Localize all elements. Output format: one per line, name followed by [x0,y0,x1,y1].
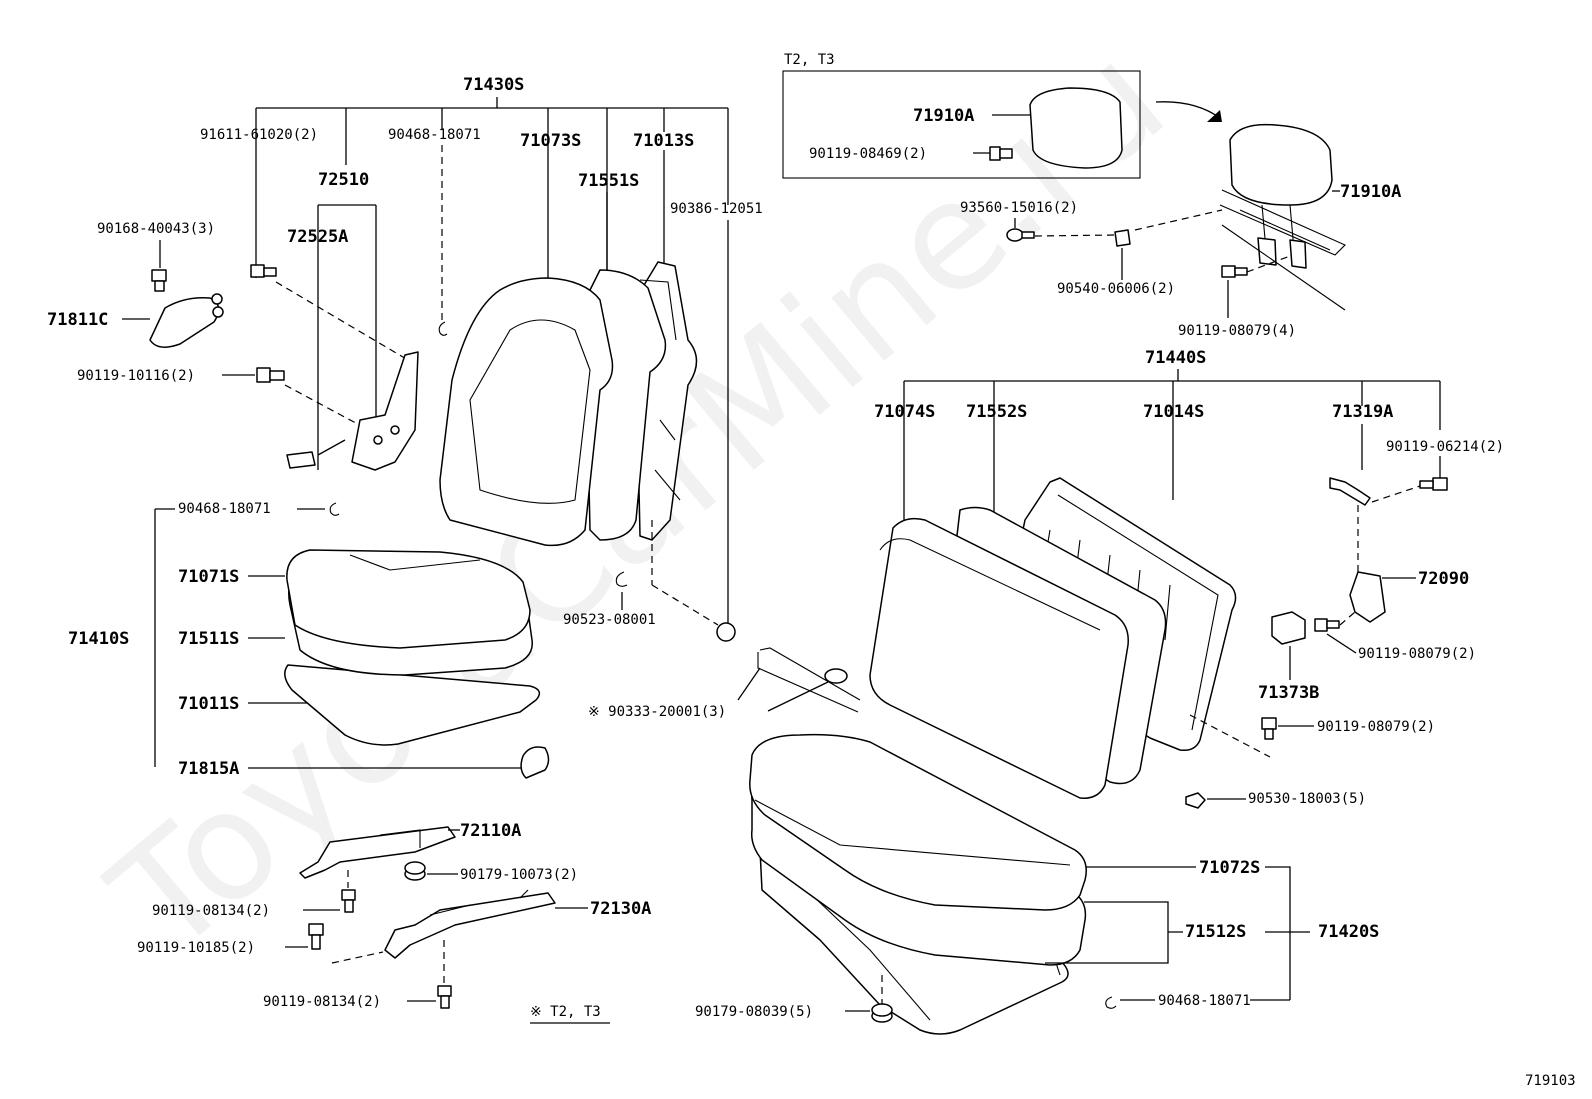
adjuster-72110A-part [299,826,456,879]
label-71430S: 71430S [463,75,524,95]
note-t2-t3: ※ T2, T3 [530,1004,601,1020]
rear-cushion-cover-part [749,733,1087,911]
nut-90179-10073-part [404,861,426,881]
hinge-cover-part [286,451,316,469]
label-71811C: 71811C [47,310,108,330]
back-cover-part [439,277,614,547]
label-90468-mid: 90468-18071 [178,501,271,517]
label-71410S: 71410S [68,629,129,649]
label-90523: 90523-08001 [563,612,656,628]
bolt-90168-part [151,269,167,292]
label-71319A: 71319A [1332,402,1393,422]
clip-90523-part [615,571,628,587]
inset-bolt-part [989,146,1013,161]
label-72090: 72090 [1418,569,1469,589]
label-90119-10116: 90119-10116(2) [77,368,195,384]
label-90119-08079-4: 90119-08079(4) [1178,323,1296,339]
clip-mid-part [329,502,340,516]
label-headrest-71910A: 71910A [1340,182,1401,202]
label-71014S: 71014S [1143,402,1204,422]
label-90540: 90540-06006(2) [1057,281,1175,297]
label-71373B: 71373B [1258,683,1319,703]
inset-caption: T2, T3 [784,52,835,68]
clip-90333-part [824,668,848,684]
label-91611: 91611-61020(2) [200,127,318,143]
label-71511S: 71511S [178,629,239,649]
label-90386: 90386-12051 [670,201,763,217]
cushion-cover-part [286,549,531,649]
arrow-head [1207,110,1222,122]
label-90119-08079-2a: 90119-08079(2) [1358,646,1476,662]
inset-headrest-part [1029,87,1123,169]
label-90333: ※ 90333-20001(3) [588,704,726,720]
cover-71815A-part [520,746,550,779]
label-90119-08134-a: 90119-08134(2) [152,903,270,919]
label-90119-06214: 90119-06214(2) [1386,439,1504,455]
clip-top-part [438,321,448,336]
label-93560: 93560-15016(2) [960,200,1078,216]
label-71011S: 71011S [178,694,239,714]
bolt-90119-08134-a-part [341,889,356,913]
label-71552S: 71552S [966,402,1027,422]
inset-headrest-label: 71910A [913,106,974,126]
nut-90179-08039-part [871,1003,893,1023]
clip-90530-part [1185,792,1206,809]
label-90119-10185: 90119-10185(2) [137,940,255,956]
strap-71319A-part [1329,477,1371,506]
bolt-90119-08134-b-part [437,985,452,1009]
label-90179-10073: 90179-10073(2) [460,867,578,883]
label-71074S: 71074S [874,402,935,422]
bolt-90119-10185-part [308,923,324,950]
collar-90540-part [1114,229,1131,247]
clip-90468-bottom-part [1105,996,1117,1009]
label-71071S: 71071S [178,567,239,587]
label-72525A: 72525A [287,227,348,247]
label-71420S: 71420S [1318,922,1379,942]
label-71073S: 71073S [520,131,581,151]
inset-box: T2, T3 71910A 90119-08469(2) [782,52,1141,179]
label-72130A: 72130A [590,899,651,919]
label-90119-08134-b: 90119-08134(2) [263,994,381,1010]
label-90468-bottom: 90468-18071 [1158,993,1251,1009]
bolt-90119-08079-2b-part [1261,717,1277,740]
label-90468-top: 90468-18071 [388,127,481,143]
cushion-frame-part [284,664,541,746]
screw-93560-part [1006,228,1035,242]
label-72110A: 72110A [460,821,521,841]
cap-90386-part [716,622,736,642]
bolt-90119-06214-part [1419,477,1448,491]
label-71512S: 71512S [1185,922,1246,942]
cover-71373B-part [1271,611,1306,645]
label-71072S: 71072S [1199,858,1260,878]
bolt-90119-10116-part [256,367,285,383]
inset-bolt-label: 90119-08469(2) [809,146,927,162]
label-71551S: 71551S [578,171,639,191]
adjuster-72130A-part [384,892,556,959]
rear-back-cover-part [869,517,1129,799]
label-71440S: 71440S [1145,348,1206,368]
inset-frame [782,70,1141,179]
bracket-71811C-part [149,296,220,348]
label-90168: 90168-40043(3) [97,221,215,237]
label-90179-08039: 90179-08039(5) [695,1004,813,1020]
bolt-90119-08079-4-part [1221,265,1248,278]
headrest-part [1229,123,1333,206]
label-90119-08079-2b: 90119-08079(2) [1317,719,1435,735]
hinge-72090-part [1349,571,1386,623]
bolt-91611-part [250,264,277,278]
label-71013S: 71013S [633,131,694,151]
label-71815A: 71815A [178,759,239,779]
label-90530: 90530-18003(5) [1248,791,1366,807]
bolt-90119-08079-2a-part [1314,618,1340,632]
label-72510: 72510 [318,170,369,190]
hinge-part [351,351,419,471]
diagram-id: 719103 [1525,1073,1576,1089]
